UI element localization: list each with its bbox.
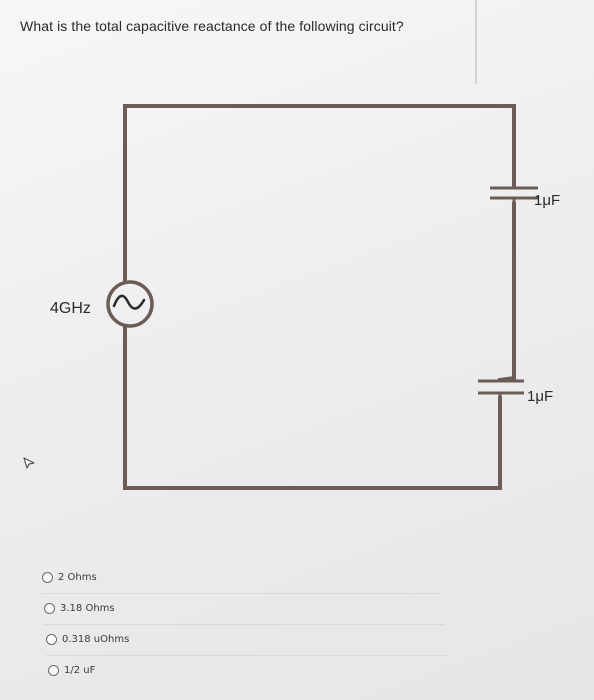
answer-label: 0.318 uOhms xyxy=(62,633,130,645)
radio-button[interactable] xyxy=(42,571,53,583)
answer-label: 1/2 uF xyxy=(64,664,96,676)
answer-divider xyxy=(44,624,444,625)
answer-option-1[interactable]: 2 Ohms xyxy=(42,567,97,587)
answer-divider xyxy=(42,593,442,594)
mouse-cursor-icon xyxy=(23,457,35,469)
source-frequency-label: 4GHz xyxy=(50,300,91,317)
divider-line xyxy=(475,0,477,84)
capacitor-2 xyxy=(478,379,524,400)
answer-option-3[interactable]: 0.318 uOhms xyxy=(46,629,129,649)
answer-label: 3.18 Ohms xyxy=(60,602,115,614)
ac-source-icon xyxy=(106,280,154,328)
radio-button[interactable] xyxy=(44,602,55,614)
capacitor-2-label: 1μF xyxy=(527,388,553,405)
answer-option-2[interactable]: 3.18 Ohms xyxy=(44,598,115,618)
capacitor-1-label: 1μF xyxy=(534,192,560,209)
question-text: What is the total capacitive reactance o… xyxy=(20,18,404,34)
answer-divider xyxy=(46,655,446,656)
answer-option-4[interactable]: 1/2 uF xyxy=(48,660,95,680)
answer-label: 2 Ohms xyxy=(58,571,97,583)
radio-button[interactable] xyxy=(46,633,57,645)
capacitor-1 xyxy=(490,186,538,206)
radio-button[interactable] xyxy=(48,664,59,676)
